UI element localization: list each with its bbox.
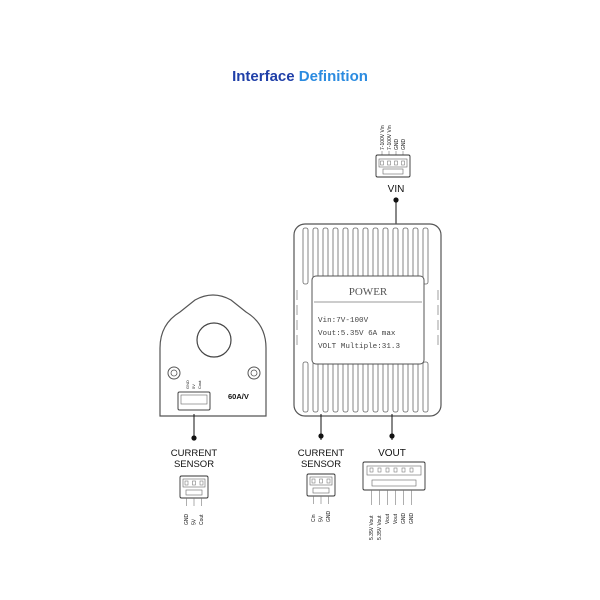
current-sensor-right-pin: GND [326, 511, 332, 523]
vin-connector-housing [375, 154, 411, 178]
current-sensor-right-pin: 5V [319, 515, 325, 522]
current-sensor-left-pin: 5V [192, 518, 198, 525]
vout-pin-label: Vout [393, 513, 399, 524]
vout-pin-label: GND [409, 513, 415, 525]
vout-pin-label: 5.35V Vout [369, 515, 375, 540]
sensor-side-pin-label: GND [185, 380, 190, 389]
power-spec-line: Vin:7V-100V [318, 317, 369, 325]
vin-pin-label: GND [394, 139, 400, 151]
current-sensor-left-label: SENSOR [174, 459, 214, 470]
current-sensor-right-label: CURRENT [298, 448, 345, 459]
vin-label: VIN [388, 184, 405, 195]
power-module-panel [311, 275, 425, 365]
current-sensor-left-connector: CURRENT SENSOR GND 5V Cout [171, 414, 218, 526]
vout-pin-label: GND [401, 513, 407, 525]
current-sensor-module: GND 5V Cout 60A/V [159, 294, 267, 417]
vout-connector: VOUT 5.35V Vout 5.35V Vout Vout Vout GND… [362, 414, 426, 540]
vin-pin-label: GND [401, 139, 407, 151]
current-sensor-right-pin: Cin [311, 514, 317, 522]
power-brand: POWER [349, 286, 388, 298]
current-sensor-right-connector: CURRENT SENSOR Cin 5V GND [298, 414, 345, 523]
current-sensor-left-pin: Cout [199, 514, 205, 525]
title-part-1: Interface [232, 68, 295, 85]
sensor-side-pin-label: 5V [191, 384, 196, 389]
current-sensor-left-label: CURRENT [171, 448, 218, 459]
vout-label: VOUT [378, 448, 406, 459]
vin-connector: 7-100V Vin 7-100V Vin GND GND VIN [375, 125, 411, 226]
sensor-hole [196, 322, 232, 358]
current-sensor-left-pin: GND [184, 514, 190, 526]
sensor-side-pin-label: Cout [197, 380, 202, 389]
current-sensor-right-label: SENSOR [301, 459, 341, 470]
power-spec-line: Vout:5.35V 6A max [318, 330, 396, 338]
sensor-side-pin-labels: GND 5V Cout [185, 380, 202, 389]
vout-pin-label: Vout [385, 513, 391, 524]
vin-dot [393, 197, 399, 203]
vin-pin-label: 7-100V Vin [387, 125, 393, 150]
title-part-2: Definition [298, 68, 368, 85]
vin-pin-labels: 7-100V Vin 7-100V Vin GND GND [380, 125, 407, 150]
power-module: POWER Vin:7V-100V Vout:5.35V 6A max VOLT… [293, 223, 442, 417]
sensor-connector [177, 391, 211, 411]
vin-pin-label: 7-100V Vin [380, 125, 386, 150]
page-title: Interface Definition [0, 68, 600, 85]
power-spec-line: VOLT Multiple:31.3 [318, 343, 400, 351]
sensor-rating: 60A/V [228, 392, 249, 401]
vout-pin-label: 5.35V Vout [377, 515, 383, 540]
